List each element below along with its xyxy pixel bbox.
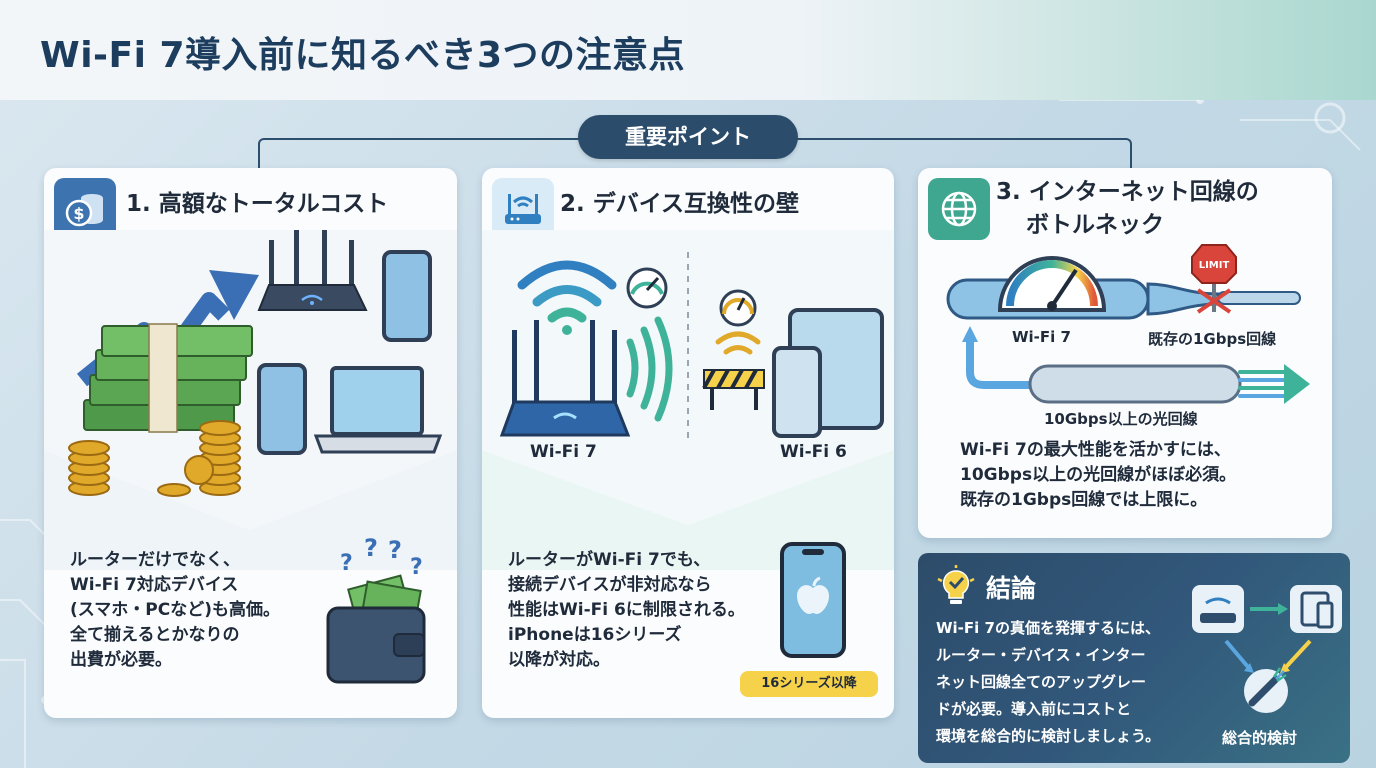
body-line: ネット回線全てのアップグレー xyxy=(936,673,1147,691)
laptop-icon xyxy=(313,366,443,454)
wifi6-label: Wi-Fi 6 xyxy=(780,442,847,462)
body-line: 既存の1Gbps回線では上限に。 xyxy=(960,490,1208,510)
conclusion-body: Wi-Fi 7の真価を発揮するには、 ルーター・デバイス・インター ネット回線全… xyxy=(936,615,1160,750)
gold-coins-icon xyxy=(68,420,241,497)
wifi7-pipe-label: Wi-Fi 7 xyxy=(1012,328,1071,346)
page-title: Wi-Fi 7導入前に知るべき3つの注意点 xyxy=(40,35,686,76)
card-title: 3. インターネット回線の ボトルネック xyxy=(996,176,1259,242)
body-line: ルーターがWi-Fi 7でも、 xyxy=(508,550,711,570)
card-body-compat: ルーターがWi-Fi 7でも、 接続デバイスが非対応なら 性能はWi-Fi 6に… xyxy=(508,548,745,673)
body-line: Wi-Fi 7の最大性能を活かすには、 xyxy=(960,440,1231,460)
speed-gauge-icon-slow xyxy=(719,289,757,327)
body-line: 出費が必要。 xyxy=(70,650,172,670)
card-bottleneck: 3. インターネット回線の ボトルネック LIMIT xyxy=(918,168,1332,538)
body-line: 性能はWi-Fi 6に制限される。 xyxy=(508,600,745,620)
barrier-icon xyxy=(702,369,765,410)
globe-icon xyxy=(928,178,990,240)
speed-gauge-icon-fast xyxy=(626,267,668,309)
router-icon xyxy=(492,178,554,240)
body-line: iPhoneは16シリーズ xyxy=(508,625,682,645)
wifi7-router-icon xyxy=(499,320,631,437)
integration-diagram xyxy=(1192,585,1342,713)
body-line: 10Gbps以上の光回線がほぼ必須。 xyxy=(960,465,1237,485)
svg-text:?: ? xyxy=(388,536,402,564)
body-line: ドが必要。導入前にコストと xyxy=(936,700,1132,718)
router-device-icon xyxy=(257,230,368,311)
body-line: 環境を総合的に検討しましょう。 xyxy=(936,727,1161,745)
money-stack-icon xyxy=(83,323,253,433)
phone-icon xyxy=(772,346,822,438)
header-band xyxy=(0,0,1376,100)
bottleneck-illustration: LIMIT xyxy=(946,244,1310,404)
limit-sign-icon xyxy=(1191,244,1237,312)
diagram-label: 総合的検討 xyxy=(1222,729,1298,747)
limit-sign-text: LIMIT xyxy=(1199,260,1230,271)
cost-illustration xyxy=(44,230,457,570)
body-line: 以降が対応。 xyxy=(508,650,610,670)
svg-text:?: ? xyxy=(410,555,423,580)
card-title: 2. デバイス互換性の壁 xyxy=(560,191,800,217)
compat-illustration xyxy=(482,230,894,570)
wifi7-speed-gauge-icon xyxy=(997,256,1107,312)
card-body-cost: ルーターだけでなく、 Wi-Fi 7対応デバイス (スマホ・PCなど)も高価。 … xyxy=(70,548,280,673)
body-line: (スマホ・PCなど)も高価。 xyxy=(70,600,280,620)
signal-waves-icon xyxy=(626,316,673,422)
coin-stack-dollar-icon: $ xyxy=(54,178,116,240)
existing-line-label: 既存の1Gbps回線 xyxy=(1148,330,1277,348)
svg-text:?: ? xyxy=(340,551,353,576)
smartphone-icon-2 xyxy=(257,363,307,455)
wifi7-label: Wi-Fi 7 xyxy=(530,442,597,462)
empty-wallet-icon: ? ? ? ? xyxy=(326,536,426,684)
title-line: ボトルネック xyxy=(1026,212,1164,238)
card-device-compat: 2. デバイス互換性の壁 xyxy=(482,168,894,718)
body-line: Wi-Fi 7対応デバイス xyxy=(70,575,239,595)
body-line: ルーターだけでなく、 xyxy=(70,550,240,570)
title-line: 3. インターネット回線の xyxy=(996,179,1259,205)
body-line: 接続デバイスが非対応なら xyxy=(508,575,712,595)
fiber-line-label: 10Gbps以上の光回線 xyxy=(1044,410,1198,428)
svg-text:$: $ xyxy=(73,204,84,223)
card-total-cost: $ 1. 高額なトータルコスト xyxy=(44,168,457,718)
conclusion-box: 結論 Wi-Fi 7の真価を発揮するには、 ルーター・デバイス・インター ネット… xyxy=(918,553,1350,763)
lightbulb-check-icon xyxy=(937,565,975,604)
iphone16-badge: 16シリーズ以降 xyxy=(740,671,878,697)
key-point-pill: 重要ポイント xyxy=(578,115,798,159)
body-line: 全て揃えるとかなりの xyxy=(70,625,240,645)
iphone-icon xyxy=(780,542,846,658)
wifi-signal-icon xyxy=(517,260,617,335)
card-body-bottleneck: Wi-Fi 7の最大性能を活かすには、 10Gbps以上の光回線がほぼ必須。 既… xyxy=(960,438,1236,513)
conclusion-title: 結論 xyxy=(986,574,1037,603)
smartphone-icon xyxy=(382,250,432,342)
body-line: ルーター・デバイス・インター xyxy=(936,646,1146,664)
body-line: Wi-Fi 7の真価を発揮するには、 xyxy=(936,619,1160,637)
router-tile-icon xyxy=(1192,585,1244,633)
svg-text:?: ? xyxy=(364,536,378,562)
card-title: 1. 高額なトータルコスト xyxy=(126,191,389,217)
